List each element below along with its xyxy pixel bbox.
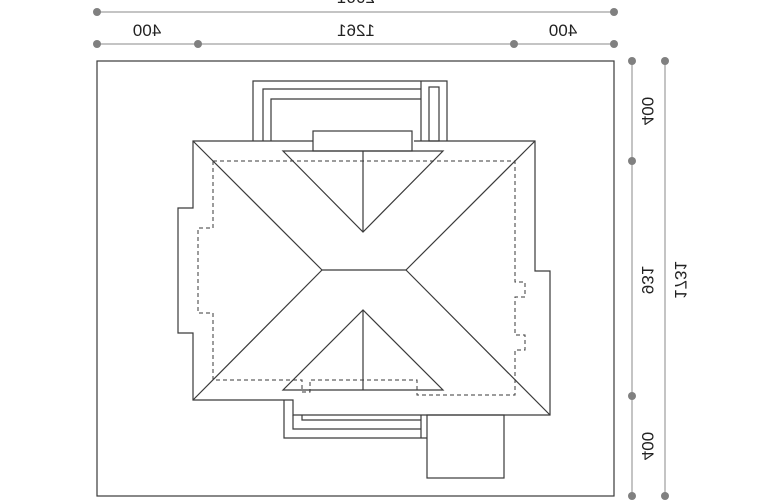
roof-outline bbox=[177, 140, 551, 416]
top-total-dimension: 2061 bbox=[93, 0, 618, 16]
bottom-gable bbox=[281, 309, 445, 391]
bottom-annex bbox=[426, 414, 505, 479]
top-pergola bbox=[252, 80, 448, 142]
dormer-block bbox=[312, 130, 413, 152]
wall-outline bbox=[197, 160, 526, 396]
top-gable bbox=[281, 150, 445, 233]
top-total-label: 2061 bbox=[337, 0, 375, 7]
top-segment-label-1: 400 bbox=[133, 21, 161, 40]
right-segment-label-3: 400 bbox=[638, 432, 657, 460]
right-segment-label-1: 400 bbox=[638, 97, 657, 125]
right-segment-label-2: 931 bbox=[638, 266, 657, 294]
top-segment-dimensions: 400 1261 400 bbox=[93, 21, 618, 48]
top-segment-label-2: 1261 bbox=[337, 21, 375, 40]
plot-boundary bbox=[96, 60, 615, 497]
top-segment-label-3: 400 bbox=[549, 21, 577, 40]
right-total-label: 1731 bbox=[671, 261, 690, 299]
right-total-dimension: 1731 bbox=[661, 57, 690, 500]
bottom-pergola bbox=[283, 400, 427, 439]
roof-hips bbox=[192, 140, 551, 416]
right-segment-dimensions: 400 931 400 bbox=[628, 57, 657, 500]
